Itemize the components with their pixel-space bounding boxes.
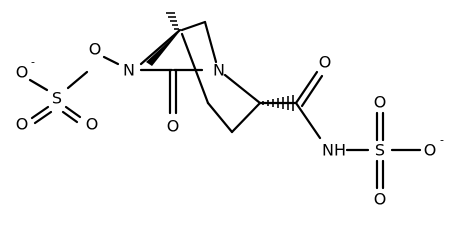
bond-s-left-o-right-double: [61, 110, 79, 124]
bond-c-amide-nh: [294, 101, 322, 140]
atom-labels: O - O S O O N O N O NH S O - O O: [16, 40, 444, 209]
atom-o-s-right-bottom: O: [374, 190, 387, 209]
atom-o-minus-left: O: [16, 63, 29, 82]
bond-s-left-o-bottom-double: [33, 110, 53, 125]
bond-o-ester-n-ring: [102, 55, 120, 66]
bond-c-amide-o-amide-double: [300, 74, 324, 108]
bonds: [28, 20, 422, 190]
atom-s-right: S: [375, 141, 385, 160]
bond-s-left-o-bottom: [30, 105, 50, 120]
bond-bridgehead-c-top: [180, 20, 207, 32]
atom-s-left: S: [52, 89, 62, 108]
bond-c-ring-c-ring2: [230, 101, 262, 134]
charge-o-minus-left: -: [31, 56, 35, 69]
bond-s-left-o-right: [64, 105, 82, 119]
bond-n-ring-c-bridgehead: [139, 28, 182, 66]
solid-wedge: [146, 31, 180, 66]
bond-bridgehead-c-lower: [180, 32, 210, 105]
bond-s-left-o-ester: [66, 70, 89, 90]
atom-n-bridge: N: [213, 61, 225, 80]
molecule-structure: O - O S O O N O N O NH S O - O O: [16, 12, 444, 209]
charge-o-minus-right: -: [440, 134, 444, 147]
atom-n-ring: N: [123, 61, 135, 80]
bond-c-lower-c-ring: [206, 101, 234, 134]
bond-n-bridge-c-alpha: [223, 73, 262, 105]
atom-o-lactam: O: [167, 117, 180, 136]
atom-o-s-right-top: O: [374, 93, 387, 112]
atom-o-amide: O: [319, 53, 332, 72]
bond-o-minus-s-left: [28, 78, 49, 92]
atom-o-s-left-bottom: O: [16, 115, 29, 134]
atom-nh-amide: NH: [322, 141, 346, 160]
atom-o-s-left-right: O: [86, 115, 99, 134]
atom-o-ester: O: [89, 40, 102, 59]
bond-c-amide-o-amide: [294, 70, 319, 105]
stereo-bonds: [146, 12, 294, 111]
atom-o-minus-right: O: [424, 141, 437, 160]
bond-c-top-n-bridge: [203, 20, 218, 64]
